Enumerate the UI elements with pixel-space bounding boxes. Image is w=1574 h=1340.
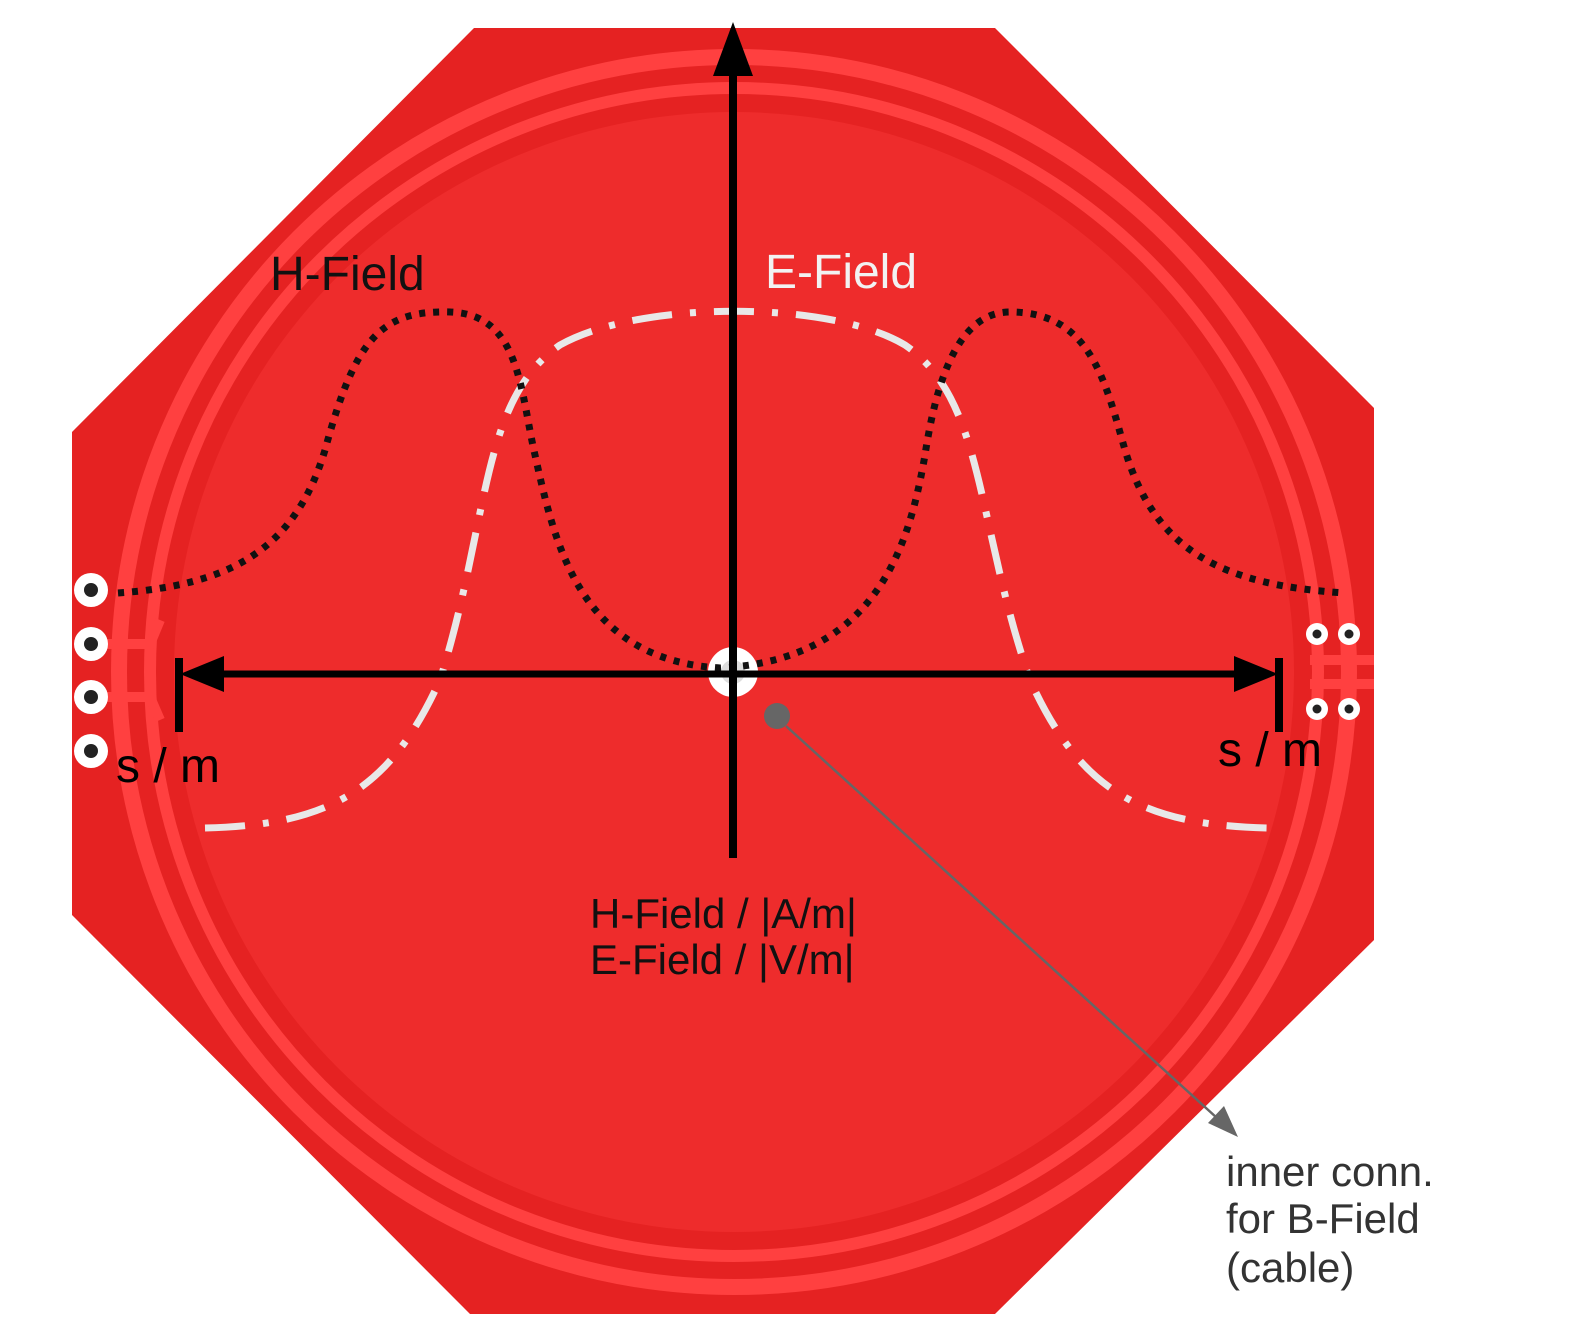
callout-text-line3: (cable) <box>1226 1244 1354 1291</box>
pad <box>1338 698 1360 720</box>
callout-arrowhead <box>1208 1106 1238 1137</box>
y-axis-unit-line2: E-Field / |V/m| <box>590 936 855 983</box>
pad <box>1306 698 1328 720</box>
x-unit-left-label: s / m <box>116 740 220 793</box>
x-unit-right-label: s / m <box>1218 724 1322 777</box>
pad <box>1306 623 1328 645</box>
h-field-curve <box>117 308 1346 672</box>
h-field-label: H-Field <box>270 248 425 301</box>
inner-connector-dot <box>764 703 790 729</box>
callout-text-line2: for B-Field <box>1226 1195 1420 1242</box>
y-axis-unit-line1: H-Field / |A/m| <box>590 890 857 937</box>
right-connector-pads <box>1306 623 1360 720</box>
y-axis-arrow <box>713 22 753 76</box>
pad <box>74 680 108 714</box>
left-connector-pads <box>74 573 108 768</box>
pad <box>1338 623 1360 645</box>
pad <box>74 573 108 607</box>
pad <box>74 627 108 661</box>
pad <box>74 734 108 768</box>
pad-traces <box>95 618 1374 722</box>
e-field-label: E-Field <box>765 246 917 299</box>
callout-arrow <box>785 725 1229 1129</box>
callout-text-line1: inner conn. <box>1226 1148 1434 1195</box>
x-axis-arrow-left <box>180 656 224 692</box>
x-axis-arrow-right <box>1234 656 1278 692</box>
